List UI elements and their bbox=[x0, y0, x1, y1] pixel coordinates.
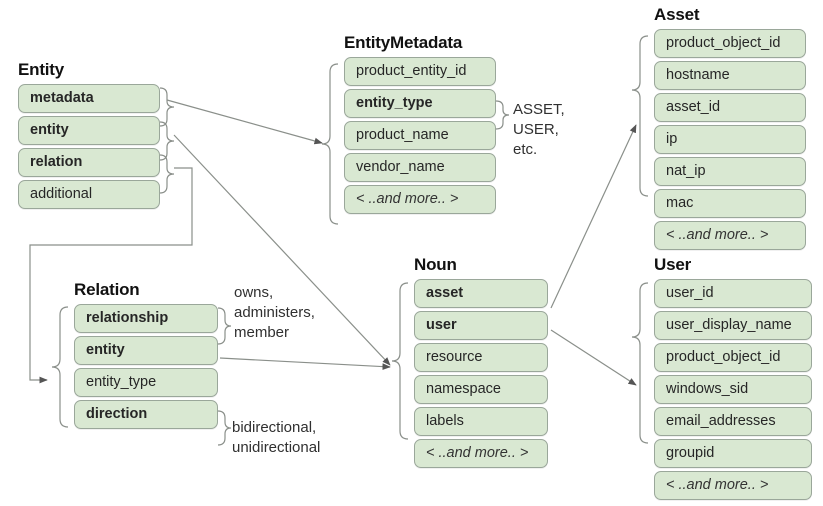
field-row: relationship bbox=[74, 304, 218, 333]
field-row: < ..and more.. > bbox=[344, 185, 496, 214]
group-entity-metadata: EntityMetadata product_entity_id entity_t… bbox=[344, 33, 496, 217]
brace-relation-direction bbox=[217, 410, 232, 446]
group-asset-title: Asset bbox=[654, 5, 700, 24]
brace-entitymetadata-entitytype bbox=[495, 100, 510, 130]
field-row: asset bbox=[414, 279, 548, 308]
field-row: groupid bbox=[654, 439, 812, 468]
field-row: product_name bbox=[344, 121, 496, 150]
group-relation-rows: relationship entity entity_type direction bbox=[74, 304, 218, 429]
group-entity-rows: metadata entity relation additional bbox=[18, 84, 160, 209]
field-row: < ..and more.. > bbox=[654, 221, 806, 250]
group-entity-metadata-rows: product_entity_id entity_type product_name… bbox=[344, 57, 496, 214]
group-user: User user_id user_display_name product_obj… bbox=[654, 255, 812, 503]
brace-relation-relationship bbox=[217, 307, 232, 345]
field-row: labels bbox=[414, 407, 548, 436]
field-row: user_id bbox=[654, 279, 812, 308]
group-entity-metadata-title: EntityMetadata bbox=[344, 33, 463, 52]
field-row: < ..and more.. > bbox=[414, 439, 548, 468]
group-relation-title: Relation bbox=[74, 280, 140, 299]
brace-entitymetadata-group bbox=[321, 63, 339, 225]
field-row: metadata bbox=[18, 84, 160, 113]
brace-relation-group bbox=[51, 306, 69, 428]
field-row: email_addresses bbox=[654, 407, 812, 436]
annotation-entity-type-values: ASSET, USER, etc. bbox=[513, 101, 565, 158]
group-user-title: User bbox=[654, 255, 692, 274]
edge-metadata-to-entitymetadata bbox=[166, 99, 323, 145]
edge-nounuser-to-user bbox=[550, 329, 637, 386]
field-row: hostname bbox=[654, 61, 806, 90]
brace-entity-relation bbox=[159, 154, 175, 194]
field-row: entity_type bbox=[344, 89, 496, 118]
field-row: entity bbox=[18, 116, 160, 145]
field-row: namespace bbox=[414, 375, 548, 404]
field-row: asset_id bbox=[654, 93, 806, 122]
field-row: entity bbox=[74, 336, 218, 365]
field-row: direction bbox=[74, 400, 218, 429]
brace-entity-entity bbox=[159, 121, 175, 161]
group-noun-rows: asset user resource namespace labels < ..and … bbox=[414, 279, 548, 468]
field-row: ip bbox=[654, 125, 806, 154]
field-row: < ..and more.. > bbox=[654, 471, 812, 500]
edge-relationentity-to-noun bbox=[219, 357, 391, 370]
annotation-direction-values: bidirectional, unidirectional bbox=[232, 419, 321, 456]
group-entity-title: Entity bbox=[18, 60, 65, 79]
field-row: user_display_name bbox=[654, 311, 812, 340]
field-row: additional bbox=[18, 180, 160, 209]
field-row: vendor_name bbox=[344, 153, 496, 182]
field-row: mac bbox=[654, 189, 806, 218]
field-row: product_object_id bbox=[654, 29, 806, 58]
field-row: resource bbox=[414, 343, 548, 372]
field-row: windows_sid bbox=[654, 375, 812, 404]
field-row: user bbox=[414, 311, 548, 340]
brace-user-group bbox=[631, 282, 649, 444]
field-row: relation bbox=[18, 148, 160, 177]
annotation-relationship-values: owns, administers, member bbox=[234, 284, 315, 341]
brace-noun-group bbox=[391, 282, 409, 440]
brace-asset-group bbox=[631, 35, 649, 197]
group-noun: Noun asset user resource namespace labels < .… bbox=[414, 255, 548, 471]
field-row: product_object_id bbox=[654, 343, 812, 372]
brace-entity-metadata bbox=[159, 87, 175, 127]
field-row: entity_type bbox=[74, 368, 218, 397]
group-user-rows: user_id user_display_name product_object_i… bbox=[654, 279, 812, 500]
group-noun-title: Noun bbox=[414, 255, 457, 274]
field-row: product_entity_id bbox=[344, 57, 496, 86]
group-entity: Entity metadata entity relation additional bbox=[18, 60, 160, 212]
field-row: nat_ip bbox=[654, 157, 806, 186]
